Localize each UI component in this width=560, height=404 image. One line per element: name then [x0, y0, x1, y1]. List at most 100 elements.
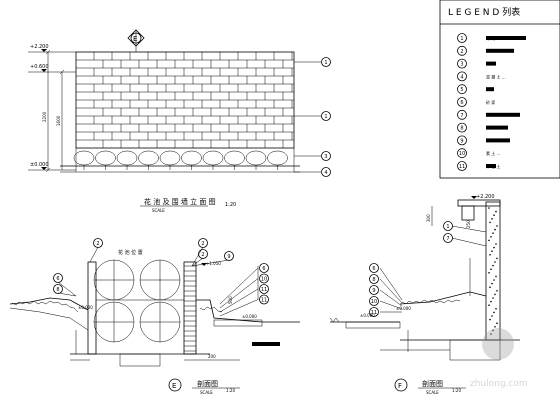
- section-e-callout-right-label: 11: [261, 298, 267, 304]
- section-e-callout-top: 2: [198, 249, 208, 259]
- legend-item-swatch: [486, 61, 496, 66]
- legend-item-6-label: 6: [460, 100, 463, 106]
- section-e-callout-left-label: 6: [56, 276, 59, 282]
- section-e-marker: [168, 378, 182, 392]
- legend-item-swatch: [486, 48, 514, 53]
- level-top: +2.200: [30, 44, 49, 50]
- dim-a-e: 200: [208, 354, 216, 359]
- shrub-row: [73, 150, 288, 170]
- level-base-f: ±0.000: [360, 313, 375, 318]
- section-f-callout-left: 8: [369, 274, 379, 284]
- section-e-callout-left: 2: [93, 238, 103, 248]
- section-f-callout-left-label: 11: [371, 310, 377, 316]
- dim-total: 2200: [42, 111, 47, 122]
- section-f-callout-top: 1: [443, 221, 453, 231]
- section-e-callout-right: 10: [259, 273, 269, 284]
- legend-item-9-label: 9: [460, 138, 463, 144]
- legend-item-5-label: 5: [460, 87, 463, 93]
- paving-slab: [213, 319, 263, 327]
- paving-f: [345, 321, 401, 329]
- elevation-callout-label: 1: [324, 114, 327, 120]
- legend-item-11-label: 11: [459, 164, 465, 170]
- tall-wall: [485, 201, 501, 341]
- legend-item-7: 7: [457, 109, 467, 120]
- planter-note: 花 池 位 置: [118, 249, 143, 256]
- level-top-e: +1.050: [206, 261, 221, 266]
- shrub: [224, 150, 245, 166]
- legend-item-10-label: 10: [459, 151, 465, 157]
- section-f-callout-top-label: 7: [446, 236, 449, 242]
- grass-left: [11, 300, 79, 313]
- elevation-scale: 1:20: [225, 202, 236, 208]
- section-e-callout-right-label: 10: [261, 277, 267, 283]
- elevation-callouts: 1 1 3 4: [294, 57, 331, 177]
- section-e-title: 剖面图: [197, 379, 218, 388]
- shrub-section: [93, 259, 135, 301]
- shrub: [116, 150, 138, 166]
- shrub-section: [139, 259, 181, 301]
- legend-item-swatch: [486, 138, 510, 143]
- legend-item-2-label: 2: [460, 49, 463, 55]
- section-e-callout-top-label: 2: [201, 252, 204, 258]
- section-f-callout-left-label: 10: [371, 299, 377, 305]
- elevation-callout: 4: [321, 167, 331, 177]
- legend-frame: [439, 0, 560, 179]
- section-e-callout-right-label: 11: [261, 287, 267, 293]
- level-pave-e: ±0.000: [242, 314, 257, 319]
- shrub: [138, 150, 159, 166]
- dim-wall: 1600: [56, 115, 61, 126]
- legend-item-7-label: 7: [460, 113, 463, 119]
- shrub-section: [93, 301, 135, 343]
- level-pave-f: ±0.000: [396, 306, 411, 311]
- section-f-letter: F: [398, 382, 402, 390]
- legend-item-6: 6: [457, 97, 467, 107]
- elevation-callout: 1: [321, 57, 331, 67]
- legend-item-swatch: [486, 112, 520, 117]
- section-f-callout-left-label: 9: [372, 288, 375, 294]
- section-f-callout-top: 7: [443, 233, 453, 243]
- section-f-callout-left: 10: [369, 296, 379, 306]
- shrub-section: [139, 301, 181, 343]
- legend-item-11: 11: [457, 161, 467, 171]
- legend-item-4: 4: [457, 71, 467, 82]
- section-marker-top: E: [127, 29, 145, 52]
- watermark: zhulong.com: [470, 328, 528, 389]
- planting-slope: [399, 291, 487, 305]
- section-e-callout-left-label: 8: [56, 287, 59, 293]
- grass-f: [401, 299, 461, 305]
- section-e-callout-left: 6: [53, 273, 63, 283]
- section-e-callout-right: 6: [259, 263, 269, 273]
- legend-item-swatch: [486, 125, 508, 130]
- marker-letter: E: [133, 35, 137, 43]
- shrub: [95, 150, 116, 166]
- section-e-callout-right-label: 6: [262, 266, 265, 272]
- section-e-callout-left: 8: [53, 284, 63, 294]
- section-f-callout-left: 11: [369, 307, 379, 317]
- dimension-lines: 2200 1600: [42, 49, 65, 173]
- elevation-callout-label: 3: [324, 154, 327, 160]
- legend-item-swatch: [486, 87, 494, 92]
- legend-item-8-label: 8: [460, 126, 463, 132]
- section-f-scale: 1:20: [452, 388, 461, 393]
- legend-item-label: 素 土 ...: [486, 150, 500, 156]
- ground-left: [9, 297, 89, 311]
- shrub: [159, 150, 181, 166]
- section-e-callout-right: 11: [259, 294, 269, 305]
- section-f-callout-left: 9: [369, 285, 379, 295]
- shrub-circles: [93, 259, 184, 343]
- legend-item-1-label: 1: [460, 36, 463, 42]
- level-base: ±0.000: [30, 162, 49, 168]
- ground-right: [196, 299, 300, 323]
- footing: [119, 353, 161, 367]
- dim-b-f: 250: [466, 220, 471, 228]
- section-f-scale-word: SCALE: [426, 390, 439, 395]
- legend-item-9: 9: [457, 135, 467, 146]
- level-base-e: ±0.000: [78, 305, 93, 310]
- legend-item-5: 5: [457, 84, 467, 95]
